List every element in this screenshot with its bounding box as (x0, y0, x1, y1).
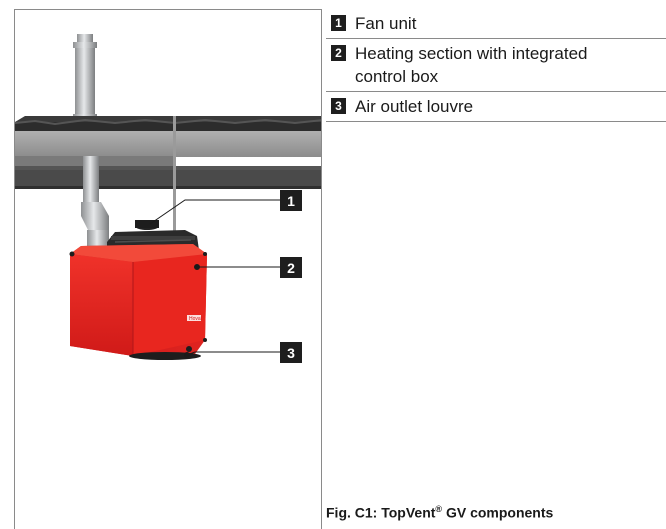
figure-caption: Fig. C1: TopVent® GV components (326, 504, 553, 521)
leader-lines (149, 199, 280, 358)
topvent-illustration: Hoval 1 2 3 (15, 34, 321, 363)
hanger-rod (173, 116, 176, 306)
heating-section: Hoval (69, 244, 207, 356)
legend-label: Heating section with integrated control … (355, 44, 588, 86)
callout-1: 1 (280, 190, 302, 211)
callout-3: 3 (280, 342, 302, 363)
legend-item-heating-section: 2 Heating section with integrated contro… (326, 39, 666, 92)
legend-label: Fan unit (355, 14, 417, 33)
steel-beam (15, 166, 321, 189)
svg-text:1: 1 (287, 193, 295, 209)
brand-plate: Hoval (189, 316, 202, 322)
legend-item-fan-unit: 1 Fan unit (326, 9, 666, 39)
roof-layer (15, 116, 321, 132)
caption-prefix: Fig. C1: (326, 504, 378, 521)
caption-suffix: GV components (445, 504, 554, 521)
air-outlet-louvre (129, 346, 201, 360)
callout-2: 2 (280, 257, 302, 278)
svg-text:2: 2 (287, 260, 295, 276)
legend-label: Air outlet louvre (355, 97, 474, 116)
legend-number: 1 (331, 15, 346, 31)
legend-item-air-outlet-louvre: 3 Air outlet louvre (326, 92, 666, 122)
flue-pipe (73, 34, 97, 124)
caption-trademark: ® (435, 504, 443, 514)
caption-product-name: TopVent (381, 504, 436, 521)
legend-number: 3 (331, 98, 346, 114)
legend-number: 2 (331, 45, 346, 61)
svg-text:3: 3 (287, 345, 295, 361)
figure-frame: Hoval 1 2 3 (14, 9, 322, 529)
component-legend: 1 Fan unit 2 Heating section with integr… (326, 9, 666, 122)
